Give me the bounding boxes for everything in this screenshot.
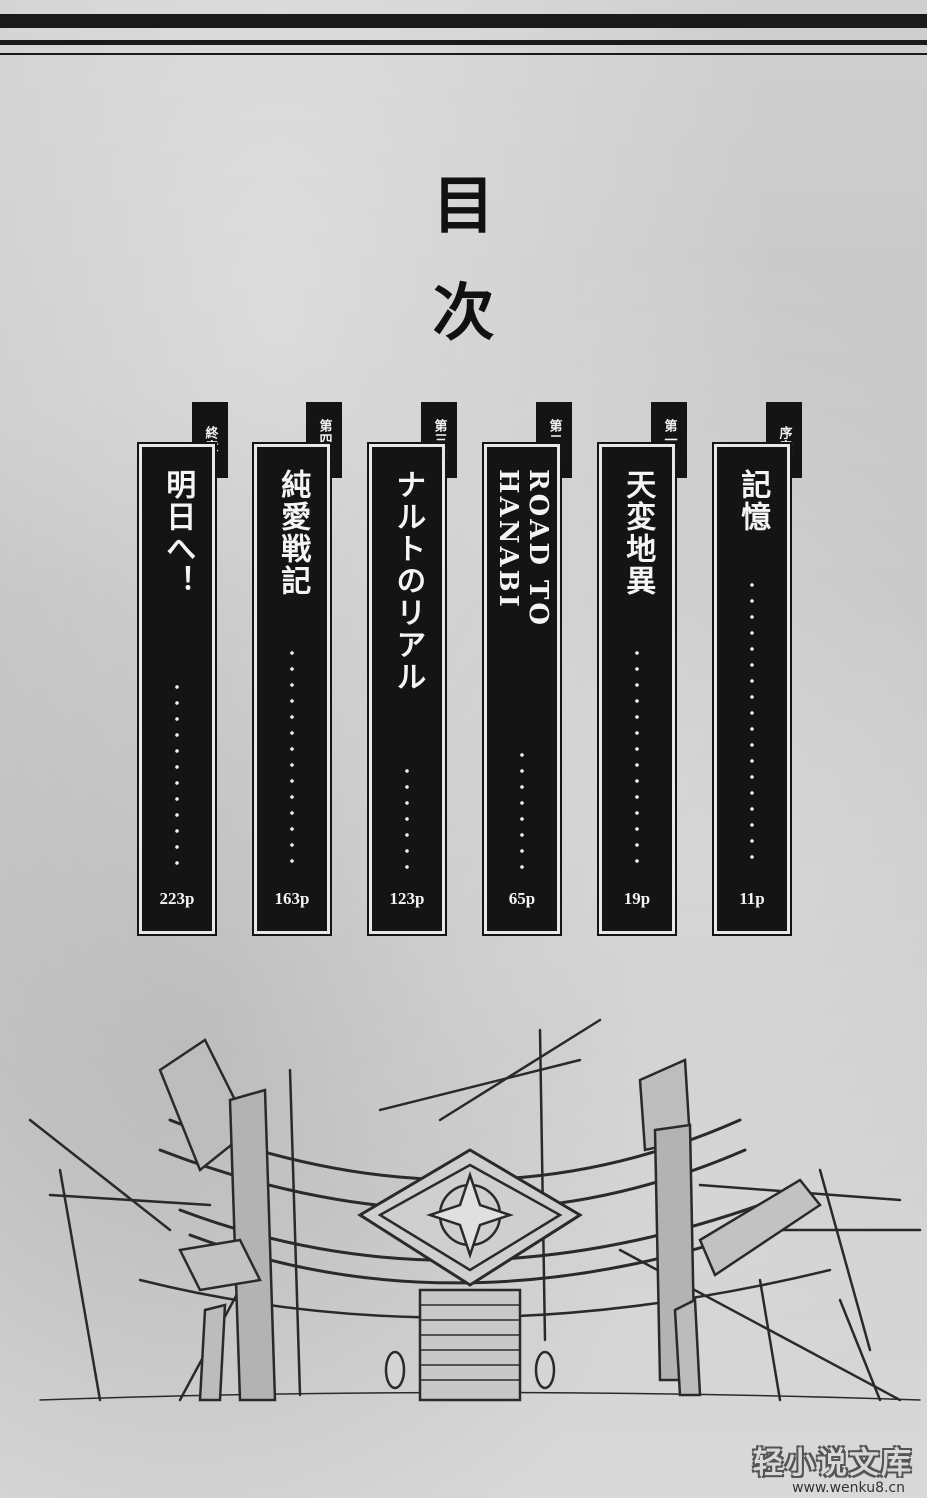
toc-heading-char-1: 目 [432, 169, 495, 242]
chapter-page-2: 65p [508, 889, 536, 908]
chapter-title-final: 明日へ！ [160, 469, 196, 597]
chapter-panel-final[interactable]: 明日へ！ 223p [137, 442, 217, 936]
chapter-page-prologue: 11p [739, 889, 765, 908]
chapter-page-final: 223p [159, 889, 195, 908]
chapter-panel-2[interactable]: ROAD TO HANABI 65p [482, 442, 562, 936]
chapter-title-2: ROAD TO HANABI [492, 469, 553, 629]
top-rule-thick [0, 14, 927, 28]
chapter-title-3: ナルトのリアル [390, 469, 426, 693]
leader-dots [519, 747, 525, 869]
chapter-panel-3[interactable]: ナルトのリアル 123p [367, 442, 447, 936]
leader-dots [634, 645, 640, 870]
leader-dots [289, 645, 295, 870]
chapter-panel-prologue[interactable]: 記憶 11p [712, 442, 792, 936]
chapter-title-prologue: 記憶 [735, 469, 771, 533]
chapter-title-2-line-1: ROAD TO [522, 469, 553, 629]
leader-dots [749, 577, 755, 870]
chapter-panel-4[interactable]: 純愛戦記 163p [252, 442, 332, 936]
site-watermark: 轻小说文库 [753, 1446, 913, 1481]
chapter-page-4: 163p [274, 889, 310, 908]
site-watermark-url: www.wenku8.cn [792, 1480, 905, 1496]
leader-dots [174, 679, 180, 869]
chapter-title-2-line-2: HANABI [493, 469, 523, 610]
ruined-shrine-illustration [28, 1018, 922, 1402]
chapter-title-1: 天変地異 [620, 469, 656, 597]
chapter-panel-1[interactable]: 天変地異 19p [597, 442, 677, 936]
top-rule-thin [0, 40, 927, 45]
chapter-page-1: 19p [623, 889, 651, 908]
leader-dots [404, 763, 410, 869]
top-rule-hairline [0, 53, 927, 55]
chapter-title-4: 純愛戦記 [275, 469, 311, 597]
chapter-page-3: 123p [389, 889, 425, 908]
toc-heading-char-2: 次 [432, 276, 495, 349]
